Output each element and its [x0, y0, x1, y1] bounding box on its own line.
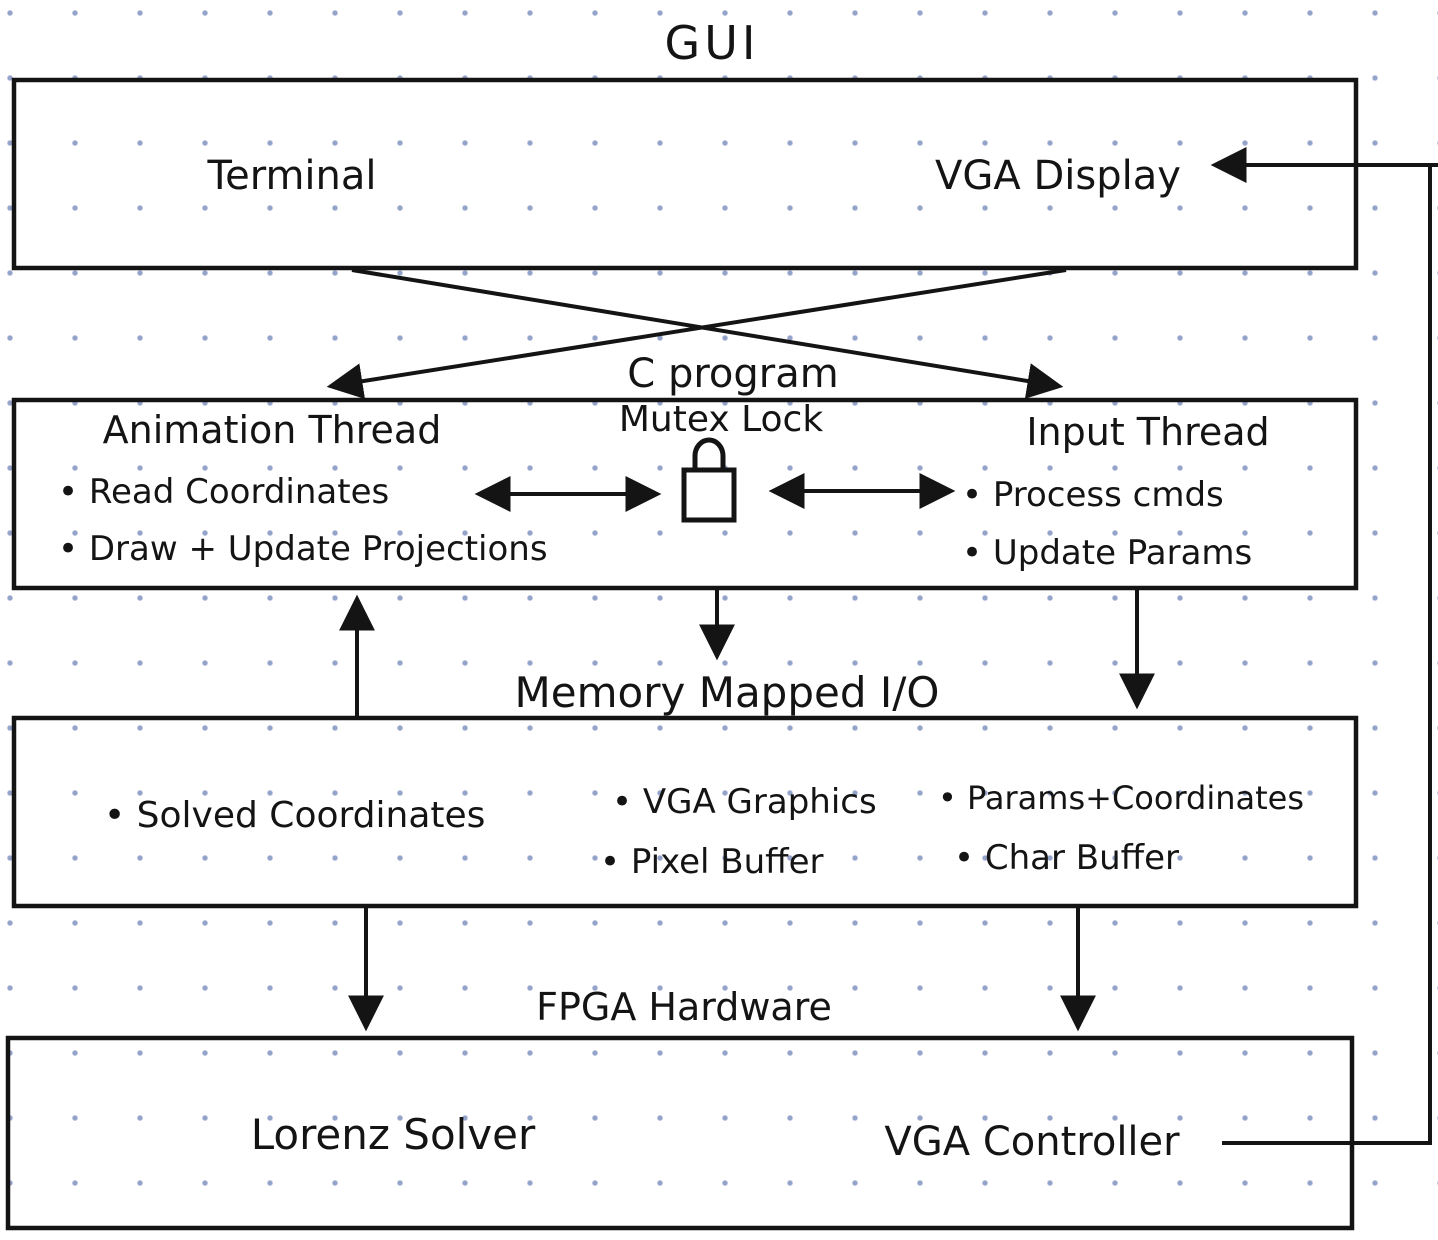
memory-mapped-io-box	[11, 715, 1359, 909]
gui-layer-title: GUI	[664, 16, 760, 70]
lorenz-solver-node: Lorenz Solver	[250, 1110, 536, 1159]
arrow-vga-controller-to-vga-display	[1210, 147, 1432, 1145]
fpga-hardware-box	[5, 1035, 1355, 1231]
vga-display-node: VGA Display	[935, 153, 1181, 199]
memory-item-pixel-buffer: • Pixel Buffer	[600, 842, 824, 882]
fpga-hardware-title: FPGA Hardware	[536, 985, 832, 1029]
vga-controller-node: VGA Controller	[884, 1119, 1180, 1165]
animation-thread-item: • Draw + Update Projections	[58, 529, 548, 569]
animation-thread-title: Animation Thread	[102, 408, 442, 452]
terminal-node: Terminal	[207, 153, 377, 199]
input-thread-item: • Update Params	[962, 533, 1253, 573]
input-thread-item: • Process cmds	[962, 475, 1224, 515]
c-program-box	[11, 397, 1359, 591]
gui-box	[11, 77, 1359, 271]
c-program-layer-title: C program	[627, 351, 839, 397]
memory-item-solved-coordinates: • Solved Coordinates	[104, 795, 486, 836]
padlock-icon	[681, 437, 737, 523]
input-thread-title: Input Thread	[1026, 410, 1270, 454]
memory-item-params-coordinates: • Params+Coordinates	[938, 779, 1305, 817]
animation-thread-item: • Read Coordinates	[58, 472, 390, 512]
mutex-lock-label: Mutex Lock	[618, 399, 824, 440]
memory-mapped-io-title: Memory Mapped I/O	[514, 668, 940, 717]
memory-item-char-buffer: • Char Buffer	[954, 838, 1179, 878]
arrow-vga-display-to-animation-thread	[326, 268, 1067, 400]
memory-item-vga-graphics: • VGA Graphics	[612, 782, 877, 822]
